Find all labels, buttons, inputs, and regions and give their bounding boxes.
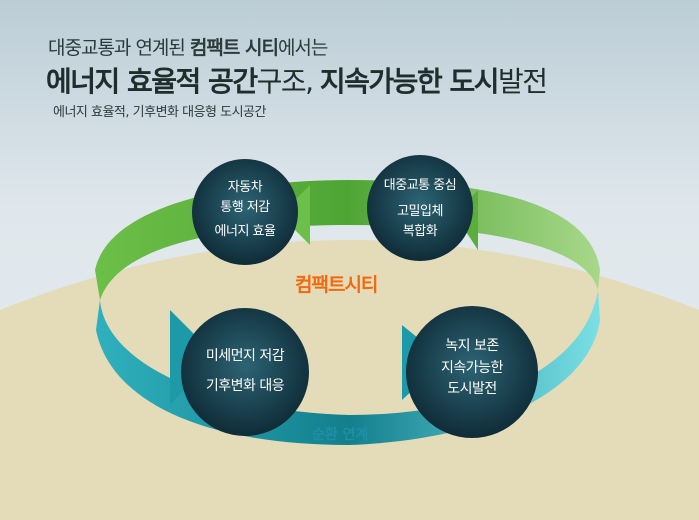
- node-transit: [367, 155, 473, 261]
- subtitle: 에너지 효율적, 기후변화 대응형 도시공간: [53, 105, 266, 120]
- headline-line1: 대중교통과 연계된 컴팩트 시티에서는: [48, 37, 328, 59]
- cycle-label: 순환 연계: [312, 427, 369, 443]
- headline-main: 에너지 효율적 공간구조, 지속가능한 도시발전: [46, 65, 548, 98]
- node-green: [406, 306, 538, 438]
- node-climate: [181, 308, 309, 436]
- ground-mound: [0, 240, 699, 520]
- node-car: [192, 159, 298, 265]
- center-label: 컴팩트시티: [295, 274, 378, 296]
